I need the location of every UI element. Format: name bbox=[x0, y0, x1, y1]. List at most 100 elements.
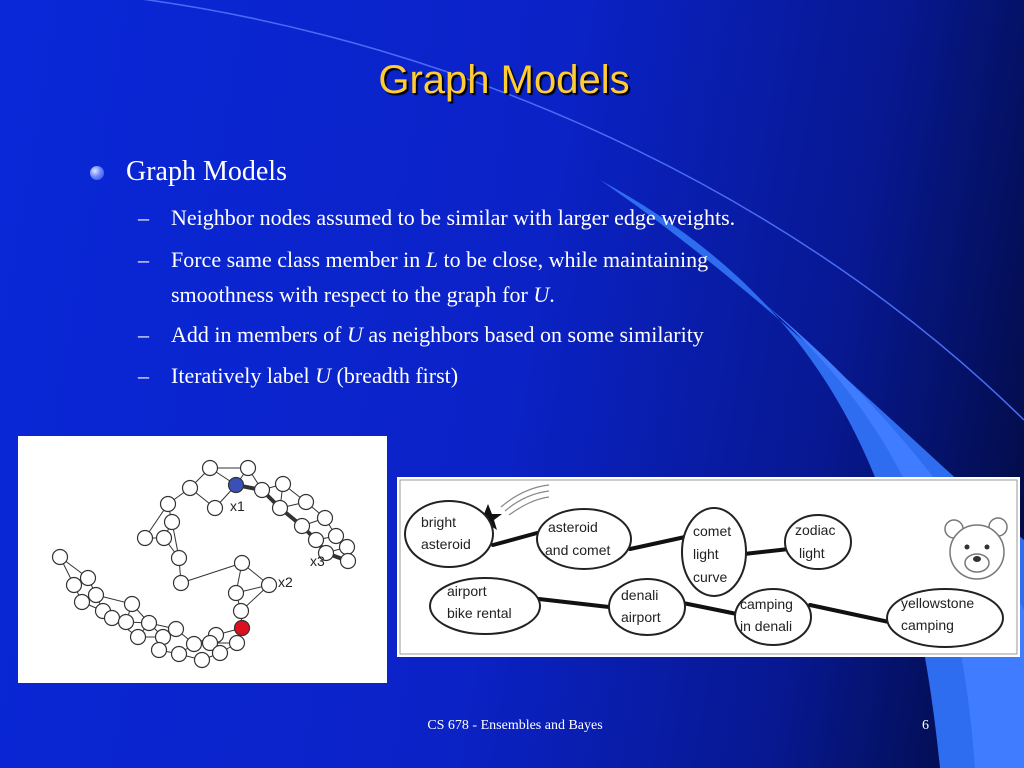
graph-node bbox=[253, 481, 271, 499]
node-label: airport bbox=[621, 609, 661, 625]
graph-node bbox=[123, 595, 141, 613]
concept-edges bbox=[491, 531, 891, 624]
sub-bullet-text: Force same class member in L to be close… bbox=[171, 247, 709, 272]
graph-node bbox=[155, 529, 173, 547]
node-label: light bbox=[799, 545, 825, 561]
x1-label: x1 bbox=[230, 498, 245, 514]
shooting-star-streaks bbox=[500, 484, 550, 516]
node-airport-bike-rental bbox=[429, 577, 541, 635]
graph-figure: x1 x2 x3 bbox=[18, 436, 387, 683]
node-label: zodiac bbox=[795, 522, 835, 538]
node-label: bike rental bbox=[447, 605, 512, 621]
node-zodiac-light bbox=[784, 514, 852, 570]
node-asteroid-and-comet bbox=[536, 508, 632, 570]
graph-node bbox=[233, 554, 251, 572]
graph-node bbox=[232, 602, 250, 620]
node-bright-asteroid bbox=[404, 500, 494, 568]
graph-node bbox=[172, 574, 190, 592]
graph-node bbox=[117, 613, 135, 631]
graph-node bbox=[327, 527, 345, 545]
node-label: bright bbox=[421, 514, 456, 530]
graph-node bbox=[170, 645, 188, 663]
graph-node bbox=[293, 517, 311, 535]
edge bbox=[742, 547, 791, 556]
node-yellowstone-camping bbox=[886, 588, 1004, 648]
footer-text: CS 678 - Ensembles and Bayes bbox=[427, 718, 603, 733]
graph-node bbox=[170, 549, 188, 567]
bullet-dot-icon bbox=[90, 166, 104, 180]
teddy-bear-icon bbox=[944, 517, 1008, 580]
sub-bullet-text: smoothness with respect to the graph for… bbox=[171, 282, 555, 307]
node-label: curve bbox=[693, 569, 727, 585]
node-label: asteroid bbox=[421, 536, 471, 552]
graph-node bbox=[73, 593, 91, 611]
graph-node bbox=[159, 495, 177, 513]
dash-icon: – bbox=[138, 363, 149, 388]
sub-bullet-text: Add in members of U as neighbors based o… bbox=[171, 322, 704, 347]
concept-labels: bright asteroid asteroid and comet comet… bbox=[421, 514, 974, 634]
graph-node bbox=[87, 586, 105, 604]
node-label: airport bbox=[447, 583, 487, 599]
graph-node bbox=[163, 513, 181, 531]
edge bbox=[628, 535, 687, 551]
graph-node bbox=[206, 499, 224, 517]
graph-node bbox=[307, 531, 325, 549]
graph-node bbox=[339, 552, 357, 570]
node-label: yellowstone bbox=[901, 595, 974, 611]
edge bbox=[491, 531, 539, 547]
graph-node bbox=[297, 493, 315, 511]
graph-node bbox=[239, 459, 257, 477]
graph-node-x2 bbox=[233, 619, 251, 637]
node-label: light bbox=[693, 546, 719, 562]
graph-node bbox=[271, 499, 289, 517]
x3-label: x3 bbox=[310, 553, 325, 569]
edge bbox=[808, 603, 891, 624]
graph-node bbox=[260, 576, 278, 594]
node-label: camping bbox=[901, 617, 954, 633]
graph-edge bbox=[180, 562, 243, 584]
page-number: 6 bbox=[922, 718, 929, 733]
graph-node bbox=[227, 584, 245, 602]
concept-figure: bright asteroid asteroid and comet comet… bbox=[397, 477, 1020, 657]
graph-node bbox=[185, 635, 203, 653]
node-label: asteroid bbox=[548, 519, 598, 535]
swoosh-arc-line bbox=[142, 0, 1024, 421]
dash-icon: – bbox=[138, 247, 149, 272]
main-bullet-text: Graph Models bbox=[126, 156, 287, 187]
node-label: comet bbox=[693, 523, 731, 539]
concept-svg: bright asteroid asteroid and comet comet… bbox=[399, 479, 1018, 655]
graph-node bbox=[228, 634, 246, 652]
graph-node bbox=[201, 634, 219, 652]
concept-nodes bbox=[404, 500, 1004, 648]
node-label: denali bbox=[621, 587, 658, 603]
graph-node bbox=[201, 459, 219, 477]
node-label: and comet bbox=[545, 542, 610, 558]
graph-node bbox=[167, 620, 185, 638]
graph-node bbox=[211, 644, 229, 662]
sub-bullet-text: Neighbor nodes assumed to be similar wit… bbox=[171, 205, 736, 230]
node-denali-airport bbox=[608, 578, 686, 636]
node-label: in denali bbox=[740, 618, 792, 634]
graph-node bbox=[79, 569, 97, 587]
edge bbox=[681, 601, 739, 616]
bear-face bbox=[964, 544, 990, 562]
graph-node bbox=[338, 538, 356, 556]
graph-node bbox=[129, 628, 147, 646]
graph-node bbox=[316, 509, 334, 527]
sub-bullet-text: Iteratively label U (breadth first) bbox=[171, 363, 459, 388]
graph-node bbox=[51, 548, 69, 566]
graph-node bbox=[140, 614, 158, 632]
graph-node bbox=[274, 475, 292, 493]
graph-node bbox=[150, 641, 168, 659]
graph-node bbox=[65, 576, 83, 594]
edge bbox=[537, 597, 611, 609]
graph-svg: x1 x2 x3 bbox=[51, 459, 357, 669]
node-camping-in-denali bbox=[734, 588, 812, 646]
slide-title: Graph Models bbox=[378, 58, 630, 102]
graph-node bbox=[181, 479, 199, 497]
node-comet-light-curve bbox=[681, 507, 747, 597]
node-label: camping bbox=[740, 596, 793, 612]
graph-node bbox=[136, 529, 154, 547]
dash-icon: – bbox=[138, 322, 149, 347]
